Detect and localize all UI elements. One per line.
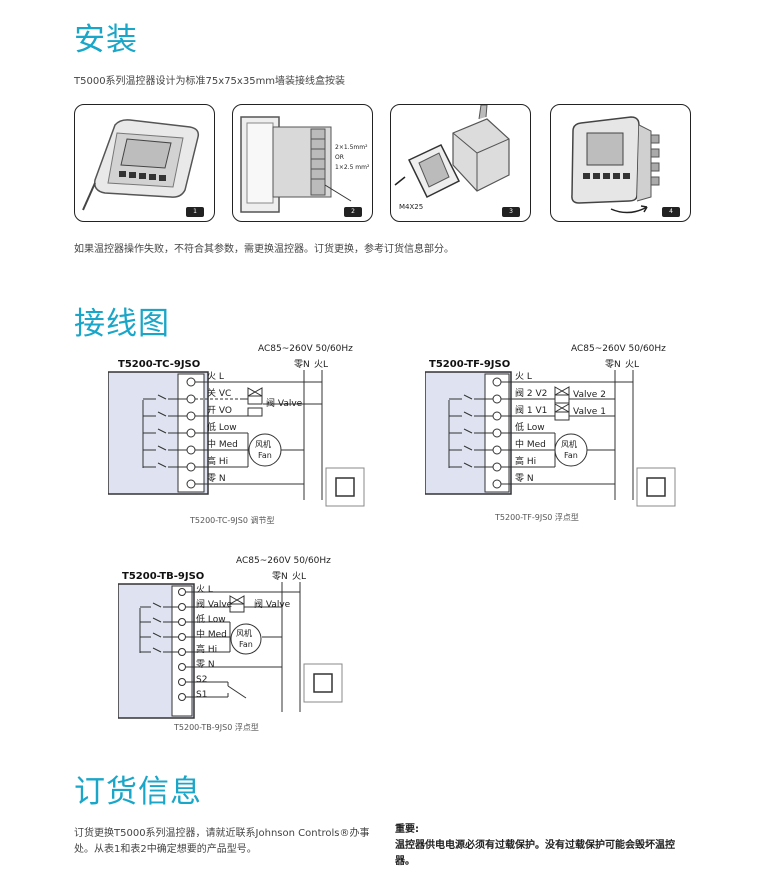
terminal-label: 中 Med bbox=[207, 438, 238, 450]
terminal-label: 阀 1 V1 bbox=[515, 405, 547, 416]
thermostat-attach-illustration bbox=[571, 116, 660, 214]
install-photo-1: 1 bbox=[74, 104, 215, 222]
model-label: T5200-TB-9JSO bbox=[122, 571, 204, 582]
terminal-label: 高 Hi bbox=[515, 455, 536, 467]
important-note: 重要: 温控器供电电源必须有过载保护。没有过载保护可能会毁坏温控 器。 bbox=[395, 822, 715, 870]
wall-box-mount-illustration: M4X25 bbox=[394, 105, 510, 211]
fan-en-label: Fan bbox=[239, 640, 253, 649]
install-photo-4: 4 bbox=[550, 104, 691, 222]
important-line1: 温控器供电电源必须有过载保护。没有过载保护可能会毁坏温控 bbox=[395, 840, 675, 851]
thermostat-front-illustration bbox=[82, 119, 200, 211]
important-line2: 器。 bbox=[395, 856, 415, 867]
order-heading: 订货信息 bbox=[74, 774, 202, 810]
fan-symbol bbox=[230, 623, 262, 655]
fan-cn-label: 风机 bbox=[255, 439, 271, 449]
model-label: T5200-TC-9JSO bbox=[118, 359, 200, 370]
wiring-back-illustration: 2×1.5mm² OR 1×2.5 mm² bbox=[240, 116, 370, 213]
terminal-label: 开 VO bbox=[207, 405, 232, 416]
terminal-label: 火 L bbox=[515, 371, 532, 382]
valve-label: 阀 Valve bbox=[266, 398, 303, 409]
order-text-line2: 处。从表1和表2中确定想要的产品型号。 bbox=[74, 844, 257, 855]
photo-number-badge: 3 bbox=[502, 207, 520, 217]
fan-symbol bbox=[554, 433, 588, 467]
terminal-label: 零 N bbox=[207, 473, 226, 484]
install-note: 如果温控器操作失败，不符合其参数，需更换温控器。订货更换，参考订货信息部分。 bbox=[74, 244, 454, 255]
fan-en-label: Fan bbox=[258, 451, 272, 460]
cable-spec-2: 1×2.5 mm² bbox=[335, 164, 370, 171]
terminal-label: 零 N bbox=[196, 659, 215, 670]
terminal-label: 阀 Valve bbox=[196, 599, 233, 610]
supply-label: AC85~260V 50/60Hz bbox=[571, 344, 666, 354]
diagram-caption: T5200-TB-9JS0 浮点型 bbox=[173, 722, 259, 732]
wiring-heading: 接线图 bbox=[74, 306, 170, 342]
neutral-label: 零N bbox=[272, 571, 288, 582]
install-intro: T5000系列温控器设计为标准75x75x35mm墙装接线盒按装 bbox=[74, 76, 346, 87]
diagram-caption: T5200-TF-9JS0 浮点型 bbox=[494, 512, 579, 522]
fan-cn-label: 风机 bbox=[236, 628, 252, 638]
live-label: 火L bbox=[292, 571, 306, 582]
wiring-diagram-tf: AC85~260V 50/60Hz 零N 火L T5200-TF-9JSO Va… bbox=[425, 344, 676, 522]
photo-number-badge: 1 bbox=[186, 207, 204, 217]
wiring-diagram-tc: AC85~260V 50/60Hz 零N 火L T5200-TC-9JSO 阀 … bbox=[108, 344, 365, 525]
valve2-label: Valve 2 bbox=[573, 390, 606, 400]
terminal-label: 低 Low bbox=[207, 421, 237, 433]
terminal-label: S1 bbox=[196, 690, 207, 700]
diagram-caption: T5200-TC-9JS0 调节型 bbox=[189, 516, 274, 525]
terminal-label: 高 Hi bbox=[196, 643, 217, 655]
important-label: 重要: bbox=[395, 824, 419, 835]
supply-label: AC85~260V 50/60Hz bbox=[236, 556, 331, 566]
neutral-label: 零N bbox=[294, 359, 310, 370]
terminal-label: 火 L bbox=[207, 371, 224, 382]
terminal-label: 零 N bbox=[515, 473, 534, 484]
supply-label: AC85~260V 50/60Hz bbox=[258, 344, 353, 354]
install-heading: 安装 bbox=[74, 22, 138, 58]
valve-label: 阀 Valve bbox=[254, 599, 291, 610]
terminal-label: 低 Low bbox=[515, 421, 545, 433]
install-photo-3: M4X25 3 bbox=[390, 104, 531, 222]
model-label: T5200-TF-9JSO bbox=[429, 359, 510, 370]
install-photo-2: 2×1.5mm² OR 1×2.5 mm² 2 bbox=[232, 104, 373, 222]
wiring-diagram-tb: AC85~260V 50/60Hz 零N 火L T5200-TB-9JSO 阀 … bbox=[118, 556, 343, 732]
valve1-label: Valve 1 bbox=[573, 407, 606, 417]
terminal-label: 中 Med bbox=[196, 628, 227, 640]
live-label: 火L bbox=[314, 359, 328, 370]
terminal-label: 低 Low bbox=[196, 613, 226, 625]
order-text-line1: 订货更换T5000系列温控器，请就近联系Johnson Controls®办事 bbox=[74, 828, 370, 839]
fan-en-label: Fan bbox=[564, 451, 578, 460]
live-label: 火L bbox=[625, 359, 639, 370]
photo-number-badge: 2 bbox=[344, 207, 362, 217]
terminal-label: 高 Hi bbox=[207, 455, 228, 467]
terminal-label: 中 Med bbox=[515, 438, 546, 450]
cable-spec-or: OR bbox=[335, 154, 344, 161]
terminal-label: 关 VC bbox=[207, 387, 231, 399]
fan-symbol bbox=[248, 433, 282, 467]
fan-cn-label: 风机 bbox=[561, 439, 577, 449]
cable-spec-1: 2×1.5mm² bbox=[335, 144, 368, 151]
photo-number-badge: 4 bbox=[662, 207, 680, 217]
terminal-label: S2 bbox=[196, 675, 207, 685]
terminal-label: 火 L bbox=[196, 584, 213, 595]
screw-size-label: M4X25 bbox=[399, 203, 423, 211]
neutral-label: 零N bbox=[605, 359, 621, 370]
terminal-label: 阀 2 V2 bbox=[515, 388, 547, 399]
